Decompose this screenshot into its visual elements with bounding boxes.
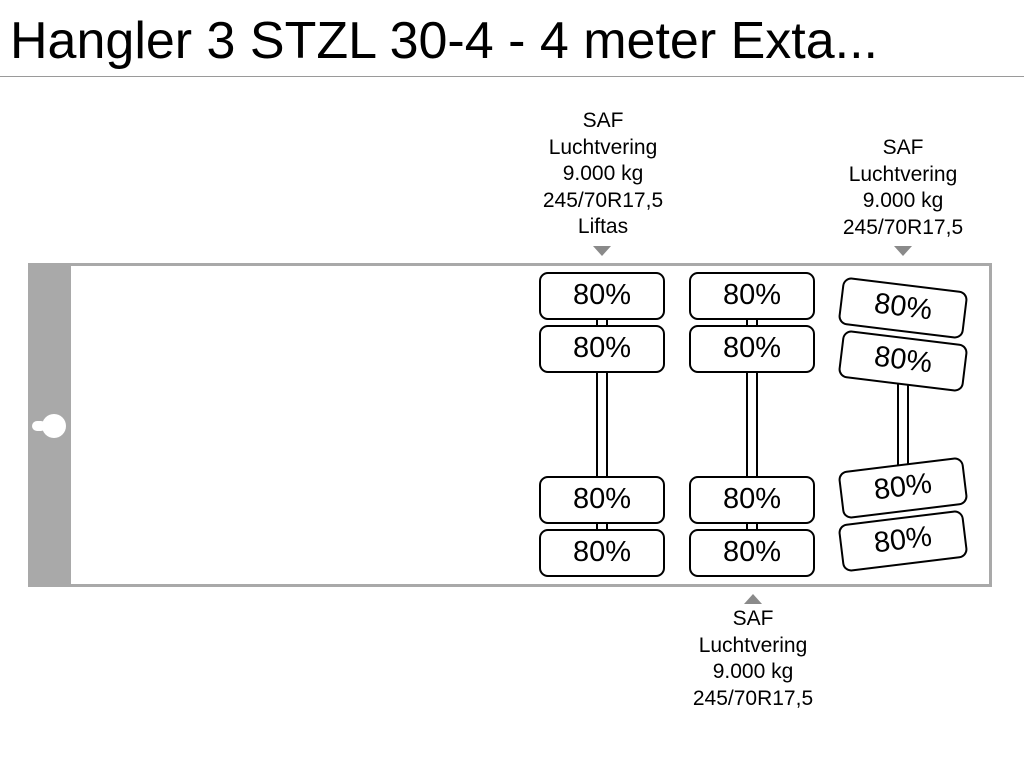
axle-2-tyre-inner-left: 80% <box>689 325 815 373</box>
axle-2-pointer-icon <box>744 594 762 604</box>
axle-2-tyre-outer-left: 80% <box>689 272 815 320</box>
axle-1-load: 9.000 kg <box>562 162 644 185</box>
trailer-outline <box>28 263 992 587</box>
axle-3-pointer-icon <box>894 246 912 256</box>
axle-1-lift: Liftas <box>577 215 629 238</box>
axle-2-tyre-inner-right: 80% <box>689 476 815 524</box>
axle-1-tyre-inner-right: 80% <box>539 476 665 524</box>
axle-1-label: SAF Luchtvering 9.000 kg 245/70R17,5 Lif… <box>522 108 684 241</box>
axle-1-suspension: Luchtvering <box>548 135 658 159</box>
axle-3-brand: SAF <box>882 136 924 159</box>
axle-3-load: 9.000 kg <box>862 189 944 212</box>
axle-3-shaft <box>897 380 909 470</box>
axle-3-suspension: Luchtvering <box>848 162 958 186</box>
axle-1-tyre-outer-left: 80% <box>539 272 665 320</box>
axle-2-tyre-outer-right: 80% <box>689 529 815 577</box>
axle-3-tyre-size: 245/70R17,5 <box>842 215 964 239</box>
page-title: Hangler 3 STZL 30-4 - 4 meter Exta... <box>10 12 878 70</box>
axle-1-brand: SAF <box>582 109 624 132</box>
kingpin-icon <box>32 414 66 438</box>
axle-2-suspension: Luchtvering <box>698 633 808 657</box>
axle-2-label: SAF Luchtvering 9.000 kg 245/70R17,5 <box>672 606 834 712</box>
axle-2-load: 9.000 kg <box>712 660 794 683</box>
axle-2-tyre-size: 245/70R17,5 <box>692 686 814 710</box>
axle-1-tyre-size: 245/70R17,5 <box>542 188 664 212</box>
axle-1-tyre-outer-right: 80% <box>539 529 665 577</box>
axle-2-brand: SAF <box>732 607 774 630</box>
axle-3-label: SAF Luchtvering 9.000 kg 245/70R17,5 <box>822 135 984 241</box>
axle-1-tyre-inner-left: 80% <box>539 325 665 373</box>
axle-1-pointer-icon <box>593 246 611 256</box>
title-divider <box>0 76 1024 77</box>
